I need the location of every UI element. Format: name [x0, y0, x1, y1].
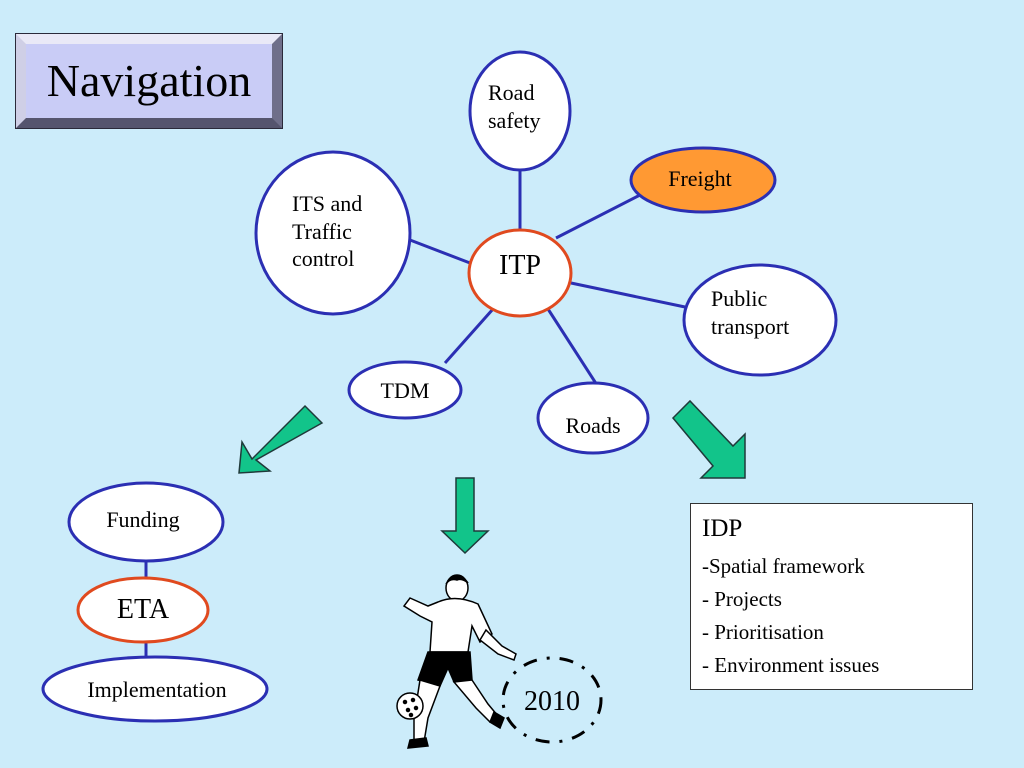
green-arrow-icon	[238, 404, 324, 474]
soccer-player-icon	[396, 574, 517, 749]
idp-item: - Prioritisation	[702, 620, 824, 644]
connector-public-transport	[570, 281, 686, 309]
idp-item: - Environment issues	[702, 653, 880, 677]
node-roads[interactable]	[536, 381, 650, 455]
node-road-safety[interactable]	[468, 50, 572, 172]
public-transport-label: Public transport	[711, 286, 790, 339]
connector-tdm	[443, 308, 495, 364]
node-eta[interactable]	[76, 576, 210, 644]
tdm-label: TDM	[380, 378, 430, 403]
node-implementation[interactable]	[41, 655, 269, 723]
connector-freight	[555, 193, 641, 240]
node-public-transport[interactable]	[682, 263, 838, 377]
title-button[interactable]: Navigation	[15, 33, 283, 129]
year-ring	[501, 656, 603, 744]
green-arrow-icon	[440, 477, 490, 555]
roads-label: Roads	[565, 413, 621, 438]
green-arrow-icon	[238, 399, 746, 555]
node-its[interactable]	[254, 150, 412, 316]
connector-its	[409, 238, 471, 265]
idp-item: - Projects	[702, 587, 782, 611]
idp-item: -Spatial framework	[702, 554, 865, 578]
node-freight[interactable]	[629, 146, 777, 214]
idp-box: IDP -Spatial framework - Projects - Prio…	[690, 503, 973, 690]
eta-label: ETA	[116, 594, 170, 625]
freight-label: Freight	[668, 166, 732, 191]
connector-roads	[546, 308, 599, 386]
green-arrow-icon	[671, 399, 746, 479]
connector-lines	[144, 170, 686, 658]
itp-label: ITP	[499, 250, 541, 281]
implementation-label: Implementation	[87, 677, 227, 702]
its-label: ITS and Traffic control	[292, 191, 363, 271]
year-label: 2010	[524, 686, 580, 717]
page-title: Navigation	[46, 55, 252, 106]
node-itp[interactable]	[467, 228, 573, 318]
idp-title: IDP	[702, 515, 743, 542]
road-safety-label: Road safety	[488, 80, 541, 133]
node-tdm[interactable]	[347, 360, 463, 420]
node-funding[interactable]	[67, 481, 225, 563]
funding-label: Funding	[106, 507, 180, 532]
